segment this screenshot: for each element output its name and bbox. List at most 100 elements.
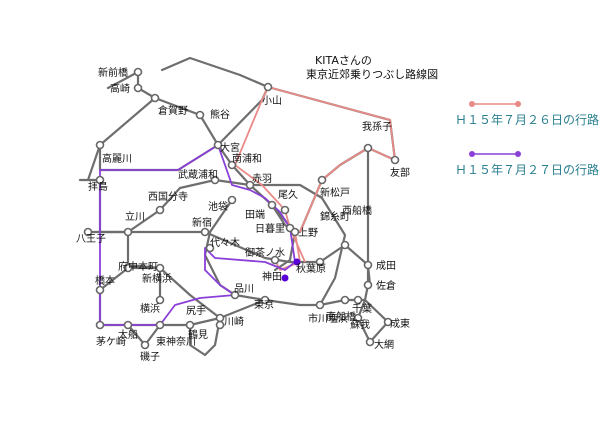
node-hashimoto [95,285,105,295]
label-abiko: 我孫子 [362,121,392,133]
node-fuchuhonmachi [123,263,133,273]
line-keiyo [263,298,367,307]
node-yokohama [155,295,165,305]
label-tokyo: 東京 [254,298,274,311]
line-takasaki [136,86,220,147]
label-yokohama: 横浜 [140,302,160,315]
node-ofuna [123,320,133,330]
node-oku [267,200,277,210]
label-chiba: 千葉 [352,302,372,315]
label-yoyogi: 代々木 [210,237,240,249]
node-kumagaya [195,110,205,120]
node-soga [353,313,363,323]
label-tomobe: 友部 [390,166,410,179]
label-akihabara: 秋葉原 [296,262,326,275]
legend-dot-0727-left [469,151,475,157]
line-tsurumi [188,316,222,357]
label-soga: 蘇我 [350,318,370,331]
node-yoyogi [205,243,215,253]
node-tomobe [390,155,400,165]
node-minamifunabashi [340,295,350,305]
label-musashiurawa: 武蔵浦和 [178,168,218,181]
node-ueno [290,227,300,237]
node-tokyo [260,295,270,305]
node-abiko [363,143,373,153]
label-fuchuhonmachi: 府中本町 [118,260,158,273]
label-shinjuku: 新宿 [192,216,212,229]
node-kanda [281,274,289,282]
legend-dot-0726-left [469,101,475,107]
node-shinyokohama [155,263,165,273]
route-0727 [99,144,296,326]
label-kumagaya: 熊谷 [210,108,230,121]
label-ueno: 上野 [298,227,318,239]
node-komagawa [95,140,105,150]
label-akabane: 赤羽 [252,173,272,185]
node-oami [365,337,375,347]
label-ofuna: 大船 [118,328,138,341]
label-nippori: 日暮里 [255,222,285,235]
label-nishikokubunji: 西国分寺 [148,191,188,203]
node-sakura [363,280,373,290]
label-tabata: 田端 [245,208,265,221]
node-narita [363,260,373,270]
node-kawasaki [215,320,225,330]
label-oyama: 小山 [262,95,282,107]
label-narita: 成田 [376,260,396,272]
node-shitte [215,313,225,323]
legend-label-0727: Ｈ１５年７月２７日の行路 [455,162,599,177]
label-oami: 大網 [374,338,394,351]
line-hachiko [86,96,157,182]
node-kinshicho [315,257,325,267]
label-shinmatsudo: 新松戸 [320,186,350,199]
node-nishikokubunji [155,205,165,215]
label-ichikawashiohama: 市川塩浜 [308,312,348,325]
node-shinjuku [200,227,210,237]
label-shinyokohama: 新横浜 [142,272,172,285]
legend: Ｈ１５年７月２６日の行路 Ｈ１５年７月２７日の行路 [455,101,599,177]
label-takasaki: 高崎 [110,82,130,95]
label-kanda: 神田 [262,270,282,283]
node-isogo [140,340,150,350]
label-kawasaki: 川崎 [224,315,244,328]
label-naruto: 成東 [390,317,410,330]
node-tabata [280,205,290,215]
legend-dot-0726-right [515,101,521,107]
label-higashikanagawa: 東神奈川 [156,335,196,348]
legend-label-0726: Ｈ１５年７月２６日の行路 [455,112,599,127]
label-omiya: 大宮 [220,141,240,154]
node-musashiurawa [210,175,220,185]
label-shitte: 尻手 [186,304,206,317]
map-title-line1: KITAさんの [315,54,372,67]
node-omiya [213,140,223,150]
node-oyama [263,82,273,92]
node-shinmaebashi [133,67,143,77]
label-hachioji: 八王子 [76,233,106,245]
label-shinagawa: 品川 [234,283,254,295]
label-minamiurawa: 南浦和 [232,152,262,165]
station-labels: 新前橋 高崎 倉賀野 熊谷 小山 我孫子 友部 高麗川 大宮 南浦和 武蔵浦和 … [76,66,410,363]
node-minamiurawa [227,160,237,170]
label-isogo: 磯子 [140,350,160,363]
node-akihabara [293,258,301,266]
label-shinmaebashi: 新前橋 [98,66,128,79]
node-takasaki [133,83,143,93]
line-yokohama [98,266,162,302]
map-title-line2: 東京近郊乗りつぶし路線図 [306,67,438,81]
label-ochanomizu: 御茶ノ水 [245,246,285,259]
node-tachikawa [123,227,133,237]
node-kuragano [150,93,160,103]
node-haijima [95,175,105,185]
line-ryomo [160,56,270,89]
line-yamanote-west [203,198,267,302]
label-sakura: 佐倉 [376,279,396,292]
label-oku: 尾久 [278,189,298,201]
node-akabane [245,180,255,190]
label-kuragano: 倉賀野 [158,104,188,117]
label-nishifunabashi: 西船橋 [342,204,372,217]
node-higashikanagawa [155,320,165,330]
node-chigasaki [95,320,105,330]
node-shinmatsudo [317,175,327,185]
node-naruto [383,317,393,327]
